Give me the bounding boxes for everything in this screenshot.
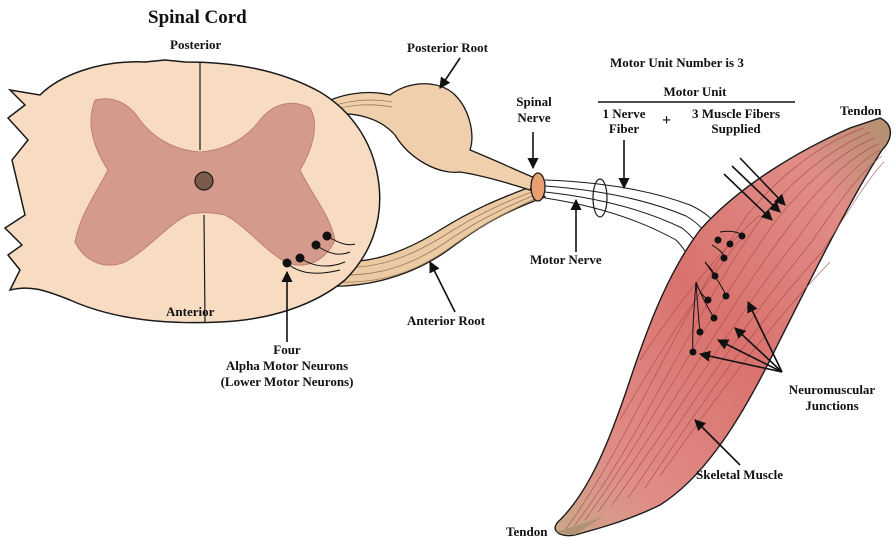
neuromuscular-junctions-label-line1: Neuromuscular xyxy=(780,382,884,397)
nerve-fiber-label-line2: Fiber xyxy=(598,121,650,136)
muscle-fibers-label-line1: 3 Muscle Fibers xyxy=(680,106,792,121)
posterior-root-label: Posterior Root xyxy=(407,40,488,55)
posterior-label: Posterior xyxy=(170,37,221,52)
central-canal xyxy=(195,172,213,190)
motor-nerve-label: Motor Nerve xyxy=(530,252,602,267)
spinal-nerve xyxy=(531,173,545,201)
alpha-motor-neurons-label: Alpha Motor Neurons xyxy=(200,358,374,373)
tendon-top-label: Tendon xyxy=(840,103,881,118)
nerve-fiber-label-line1: 1 Nerve xyxy=(598,106,650,121)
plus-sign: + xyxy=(662,113,671,128)
skeletal-muscle-label: Skeletal Muscle xyxy=(696,467,783,482)
four-label: Four xyxy=(200,342,374,357)
motor-unit-label: Motor Unit xyxy=(650,84,740,99)
lower-motor-neurons-label: (Lower Motor Neurons) xyxy=(200,374,374,389)
muscle-fibers-label-line2: Supplied xyxy=(680,121,792,136)
spinal-cord-cross-section xyxy=(5,60,380,323)
motor-unit-number-label: Motor Unit Number is 3 xyxy=(610,55,744,70)
spinal-nerve-label-line1: Spinal xyxy=(508,94,560,109)
diagram-title: Spinal Cord xyxy=(148,7,247,29)
anterior-label: Anterior xyxy=(166,304,214,319)
neuromuscular-junctions-label-line2: Junctions xyxy=(780,398,884,413)
anterior-root-label: Anterior Root xyxy=(407,313,485,328)
tendon-bottom-label: Tendon xyxy=(506,524,547,539)
spinal-nerve-label-line2: Nerve xyxy=(508,110,560,125)
